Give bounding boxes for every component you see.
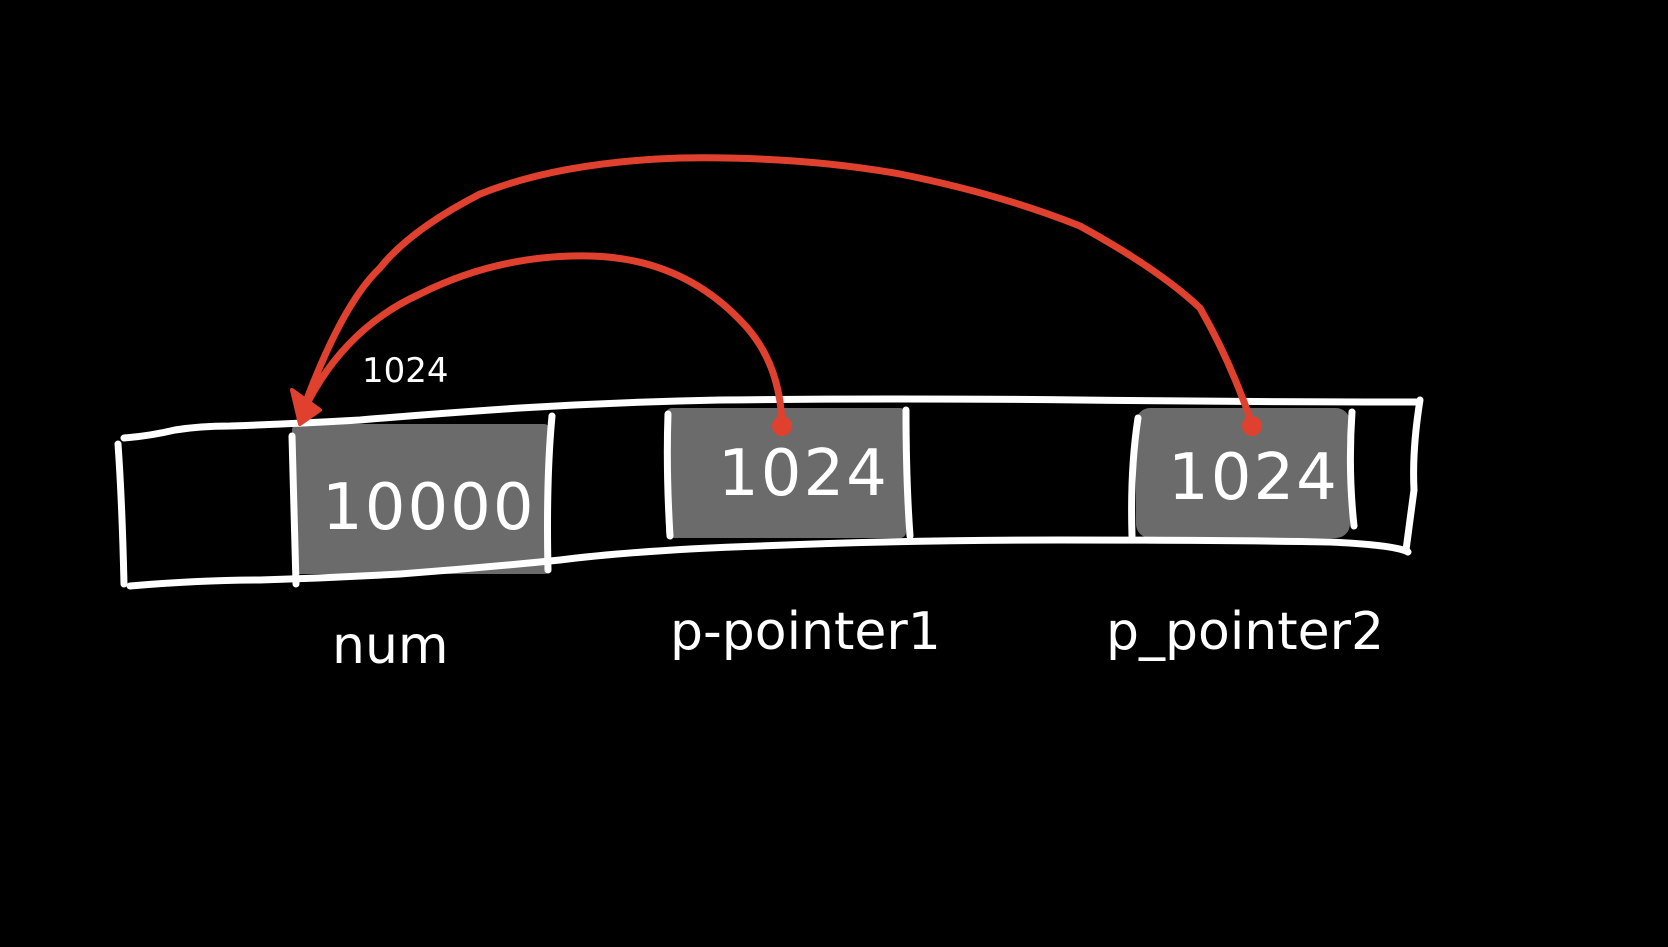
arrowhead-num <box>290 388 322 426</box>
memory-strip-top-edge <box>120 395 1422 442</box>
arrow-p-pointer1-to-num <box>296 252 786 428</box>
num-address-label: 1024 <box>362 351 449 391</box>
divider-p-pointer2-right <box>1346 408 1358 530</box>
memory-strip-right-edge <box>1402 396 1424 554</box>
p-pointer1-name-label: p-pointer1 <box>670 602 941 662</box>
divider-p-pointer1-right <box>902 406 914 540</box>
divider-p-pointer1-left <box>663 410 674 540</box>
cell-p-pointer2-fill <box>1136 408 1350 538</box>
memory-strip-left-edge <box>114 440 128 588</box>
pointer-origin-dot-p-pointer2 <box>1242 416 1262 436</box>
pointer-origin-dot-p-pointer1 <box>772 416 792 436</box>
arrow-p-pointer2-to-num <box>296 154 1256 428</box>
divider-num-right <box>544 412 556 574</box>
p-pointer2-value: 1024 <box>1168 441 1339 515</box>
p-pointer1-value: 1024 <box>718 437 889 511</box>
p-pointer2-name-label: p_pointer2 <box>1106 602 1385 662</box>
divider-num-left <box>288 432 300 588</box>
cell-p-pointer1-fill <box>666 408 906 538</box>
num-name-label: num <box>332 616 449 676</box>
cell-num-fill <box>292 424 550 574</box>
num-value: 10000 <box>322 471 536 545</box>
divider-p-pointer2-left <box>1128 414 1142 540</box>
